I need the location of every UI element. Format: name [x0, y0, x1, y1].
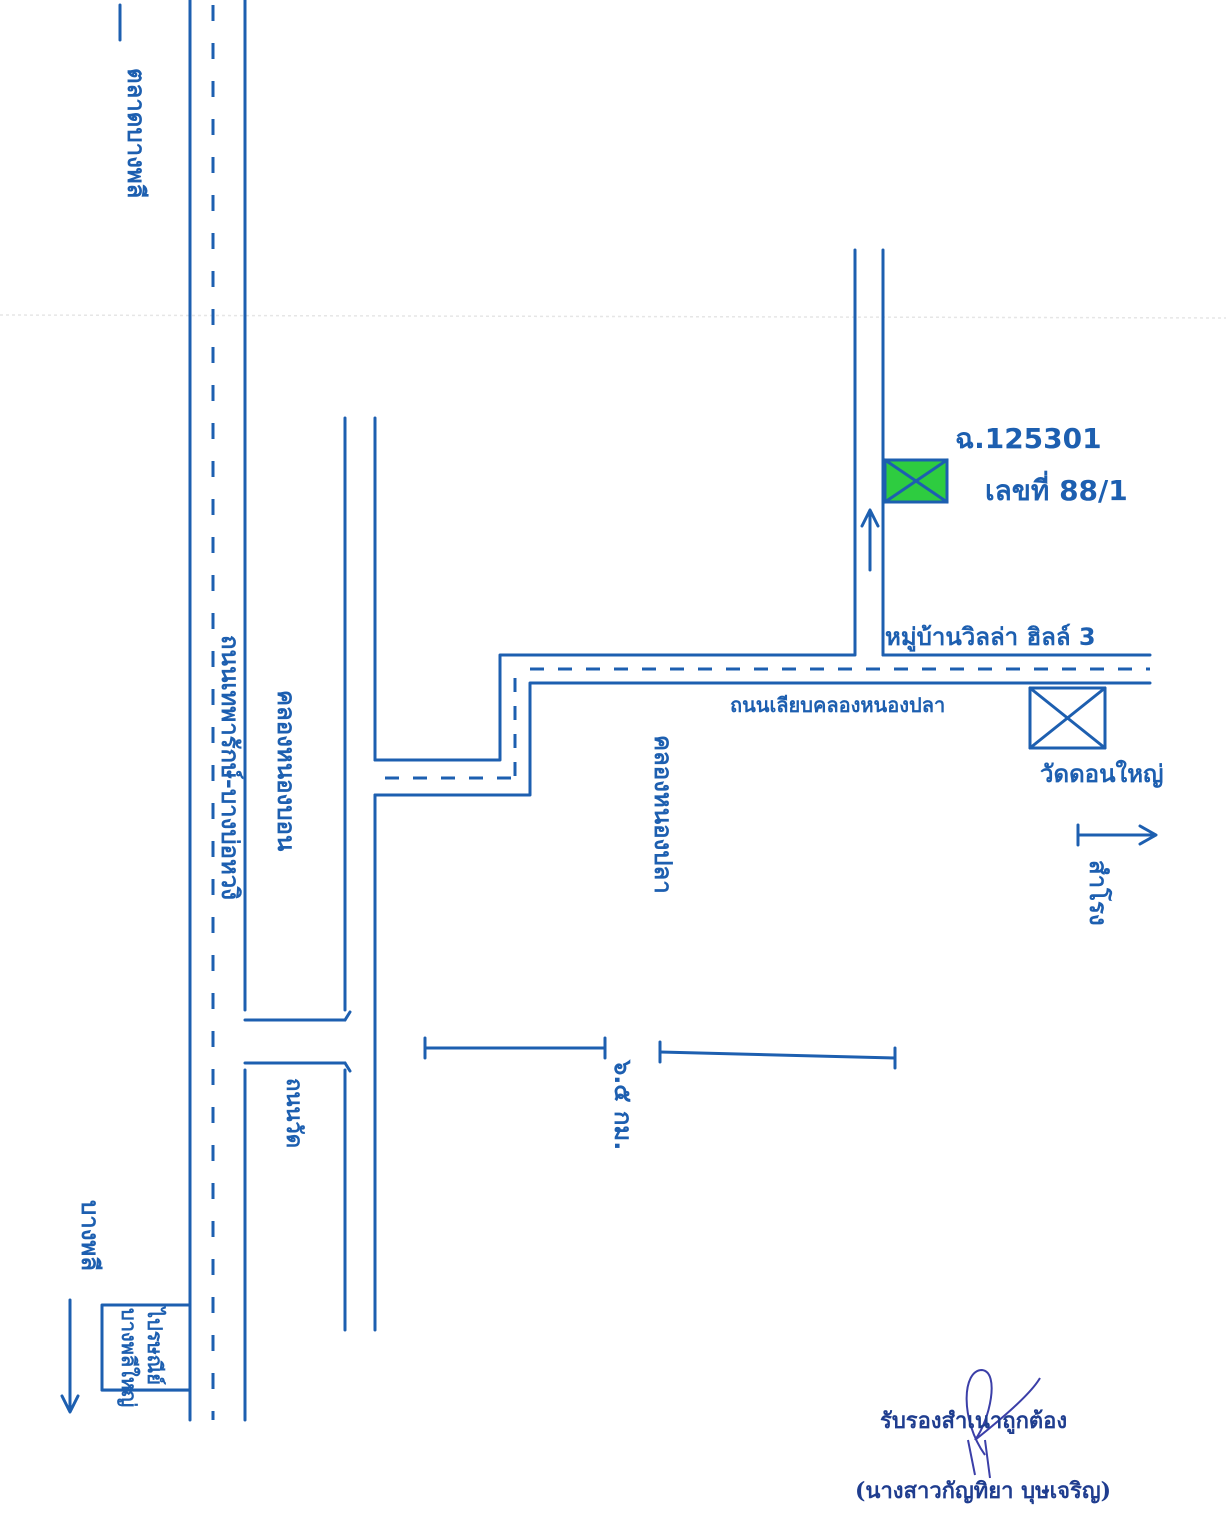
plot-id-label: ฉ.125301	[955, 422, 1102, 455]
plot-marker	[883, 458, 949, 504]
temple-marker	[1028, 686, 1107, 750]
canal-road-label: ถนนเลียบคลองหนองปลา	[730, 693, 945, 717]
certification-name: (นางสาวกัญทิยา บุษเจริญ)	[855, 1478, 1111, 1505]
distance-indicator	[423, 1036, 897, 1070]
certification-text: รับรองสำเนาถูกต้อง	[880, 1408, 1067, 1435]
village-label: หมู่บ้านวิลล่า ฮิลล์ 3	[885, 623, 1096, 652]
box-line2-label: บางพลีใหญ่	[117, 1308, 141, 1407]
main-road	[188, 0, 247, 1422]
canal-right-label: คลองหนองปลา	[649, 735, 677, 894]
temple-label: วัดดอนใหญ่	[1040, 759, 1163, 788]
distance-label: ๖.๕ กม.	[609, 1059, 637, 1150]
signature-mark	[965, 1368, 1041, 1479]
plot-number-label: เลขที่ 88/1	[985, 470, 1128, 507]
arrow-down-icon	[60, 1298, 80, 1414]
stepped-road	[373, 248, 1152, 797]
box-line1-label: ไปรษณีย์	[143, 1306, 167, 1385]
post-office-box	[100, 1303, 192, 1392]
side-road-link	[243, 1010, 352, 1073]
right-direction-label: สำโรง	[1084, 860, 1113, 926]
side-road-label: ถนนวัด	[281, 1078, 306, 1148]
canal-left-label: คลองหนองบอน	[272, 690, 300, 852]
arrow-up-icon	[860, 508, 880, 572]
middle-road	[343, 416, 377, 1332]
arrow-right-icon	[1076, 823, 1158, 847]
paper-fold-line	[0, 314, 1226, 319]
main-road-label: ถนนเทพารักษ์-บางบ่อหวงิ	[216, 635, 244, 900]
bottom-left-direction-label: บางพลี	[76, 1200, 104, 1271]
top-left-road-label: ตลาดบางพลี	[122, 68, 150, 198]
